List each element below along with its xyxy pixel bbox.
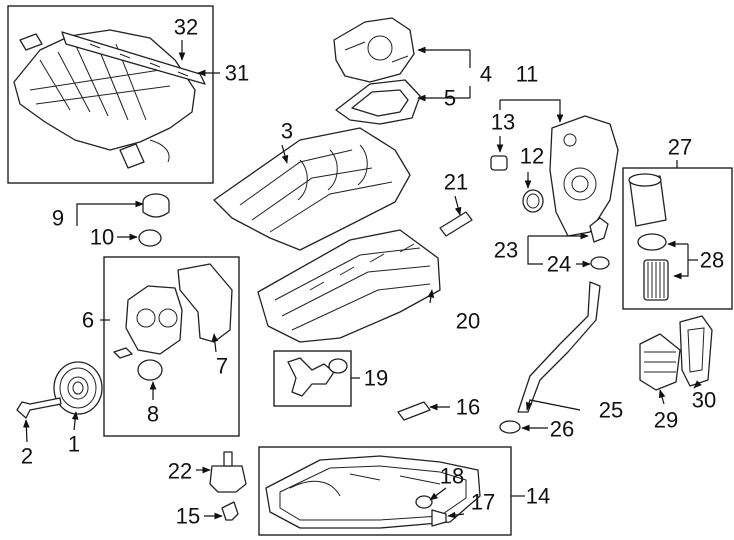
tube-seal-26	[499, 420, 521, 434]
dipstick-tube-top	[589, 217, 609, 243]
callout-20: 20	[456, 309, 480, 334]
callout-16: 16	[456, 395, 480, 420]
cover-bolt	[113, 347, 133, 359]
oil-cooler-gasket	[679, 315, 713, 387]
callout-5: 5	[444, 86, 456, 111]
callout-13: 13	[491, 110, 515, 135]
washer-24	[590, 256, 610, 270]
callout-26: 26	[550, 417, 574, 442]
oil-cooler	[639, 333, 681, 391]
callout-12: 12	[520, 144, 544, 169]
callout-29: 29	[654, 408, 678, 433]
callout-21: 21	[444, 170, 468, 195]
dipstick-tube	[517, 281, 601, 413]
callout-11: 11	[516, 62, 539, 87]
sensor-19	[287, 357, 348, 397]
oil-filter-cap	[628, 173, 667, 227]
drain-washer-18	[415, 495, 433, 509]
callout-23: 23	[494, 238, 518, 263]
front-cover	[125, 285, 183, 355]
callout-17: 17	[471, 490, 495, 515]
callout-9: 9	[52, 206, 64, 231]
callout-24: 24	[547, 252, 571, 277]
bracket-16	[397, 401, 431, 421]
callout-27: 27	[668, 135, 692, 160]
bracket-21	[439, 211, 473, 237]
leader-lines	[22, 40, 702, 520]
callout-8: 8	[147, 402, 159, 427]
callout-32: 32	[174, 15, 198, 40]
filter-o-ring	[637, 233, 667, 251]
oil-pan-group-box	[258, 446, 512, 536]
callout-25: 25	[599, 398, 623, 423]
cover-gasket	[335, 79, 421, 125]
cover-seal-8	[137, 359, 163, 381]
pulley-bolt	[16, 397, 62, 419]
cylinder-head	[257, 229, 441, 343]
oil-pan	[265, 455, 481, 529]
callout-2: 2	[21, 444, 33, 469]
upper-cover	[333, 17, 415, 83]
oil-cap-seal	[138, 229, 162, 247]
valve-cover	[213, 127, 411, 251]
crankshaft-seal	[522, 189, 544, 213]
callout-31: 31	[225, 61, 249, 86]
screw-15	[221, 501, 239, 521]
callout-18: 18	[440, 464, 464, 489]
callout-22: 22	[168, 459, 192, 484]
callout-19: 19	[364, 366, 388, 391]
cover-plug	[490, 155, 508, 171]
callout-28: 28	[700, 248, 724, 273]
callout-30: 30	[692, 388, 716, 413]
timing-chain-cover	[549, 115, 619, 237]
callout-7: 7	[216, 354, 228, 379]
intake-manifold-gasket	[61, 31, 206, 85]
seal-inner	[526, 193, 540, 209]
drain-plug-17	[431, 509, 447, 527]
oil-level-sensor	[209, 451, 247, 493]
timing-cover-group-box	[103, 256, 240, 437]
callout-10: 10	[90, 225, 114, 250]
front-cover-gasket	[177, 263, 233, 343]
oil-filter-element	[643, 259, 669, 301]
callout-15: 15	[176, 504, 200, 529]
callout-6: 6	[82, 308, 94, 333]
callout-14: 14	[526, 484, 550, 509]
callout-4: 4	[480, 62, 492, 87]
callout-3: 3	[281, 119, 293, 144]
callout-1: 1	[68, 432, 80, 457]
intake-manifold-group-box	[7, 5, 214, 184]
oil-filler-cap	[142, 193, 170, 218]
crankshaft-pulley	[53, 361, 103, 415]
